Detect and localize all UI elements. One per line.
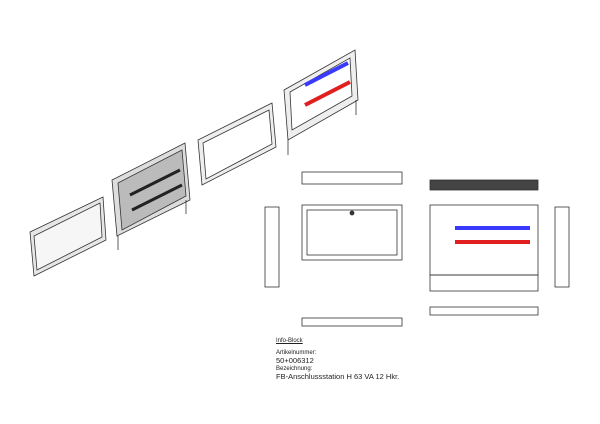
iso-cover-panel-left <box>29 196 107 277</box>
front-view-open <box>429 179 570 316</box>
iso-cover-panel-right <box>197 102 277 186</box>
iso-manifold-frame <box>111 142 191 250</box>
article-number: 50+006312 <box>276 356 314 365</box>
designation: FB-Anschlussstation H 63 VA 12 Hkr. <box>276 372 400 381</box>
designation-label: Bezeichnung: <box>276 366 313 372</box>
info-block: Info-Block Artikelnummer: 50+006312 Beze… <box>276 337 399 381</box>
iso-open-station <box>283 49 359 155</box>
front-view-closed <box>264 171 403 327</box>
article-number-label: Artikelnummer: <box>276 350 317 356</box>
info-block-title: Info-Block <box>276 338 303 344</box>
